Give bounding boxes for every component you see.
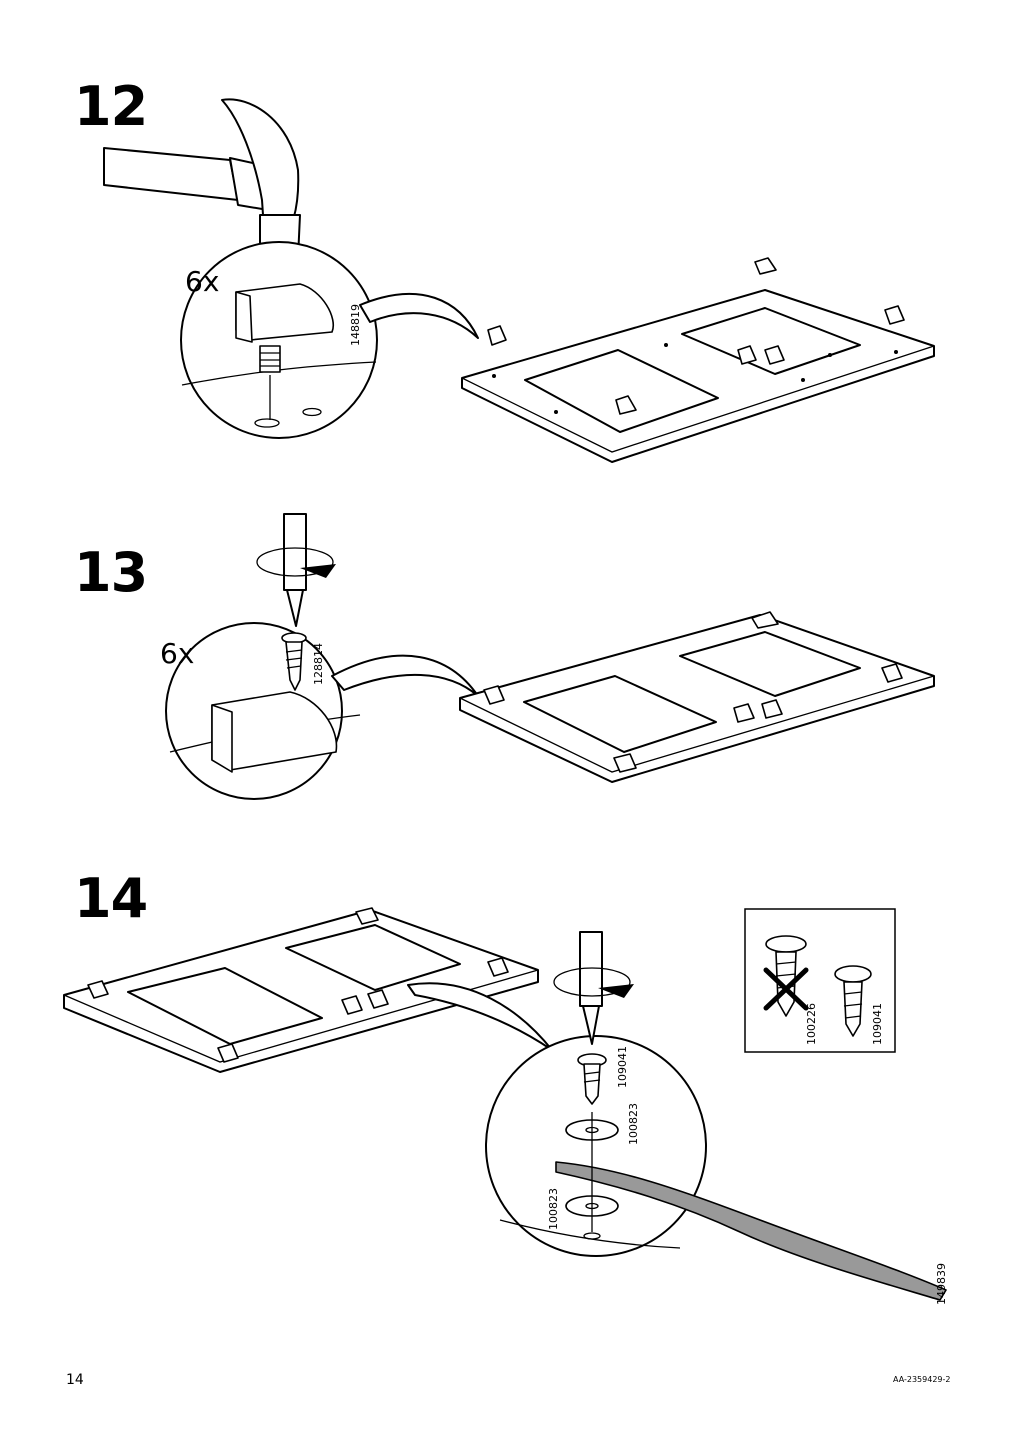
warning-box: [744, 908, 896, 1053]
rotate-arrow-icon: [553, 967, 634, 998]
detail-circle-14: [485, 1035, 707, 1257]
step-14-strap-part-number: 149839: [935, 1263, 948, 1305]
screw-part-13: [281, 632, 307, 691]
board-13: [459, 611, 935, 783]
screwdriver-icon: [283, 513, 307, 627]
cross-icon: [763, 967, 809, 1011]
rotate-arrow-icon: [256, 547, 336, 578]
bumper-part-13: [211, 691, 338, 773]
screw-part-14: [577, 1053, 607, 1105]
wrong-screw-icon: [765, 935, 807, 1017]
step-12-number: 12: [74, 75, 148, 138]
board-12: [461, 257, 935, 463]
step-14-washer-bottom-part-number: 100823: [547, 1188, 560, 1230]
wrong-screw-part-number: 100226: [805, 1003, 818, 1045]
step-14-washer-top-part-number: 100823: [627, 1103, 640, 1145]
document-id: AA-2359429-2: [893, 1375, 951, 1384]
bumper-part-12: [235, 283, 335, 428]
step-14-number: 14: [74, 867, 148, 930]
board-14: [63, 907, 539, 1073]
right-screw-part-number: 109041: [871, 1003, 884, 1045]
detail-circle-12: [180, 241, 378, 439]
step-13-number: 13: [74, 541, 148, 604]
step-13-quantity: 6x: [160, 637, 195, 670]
strap: [555, 1161, 947, 1301]
page-number: 14: [66, 1372, 84, 1388]
step-12-quantity: 6x: [185, 265, 220, 298]
screwdriver-icon: [579, 931, 603, 1045]
right-screw-icon: [834, 965, 872, 1037]
step-14-screw-part-number: 109041: [616, 1046, 629, 1088]
